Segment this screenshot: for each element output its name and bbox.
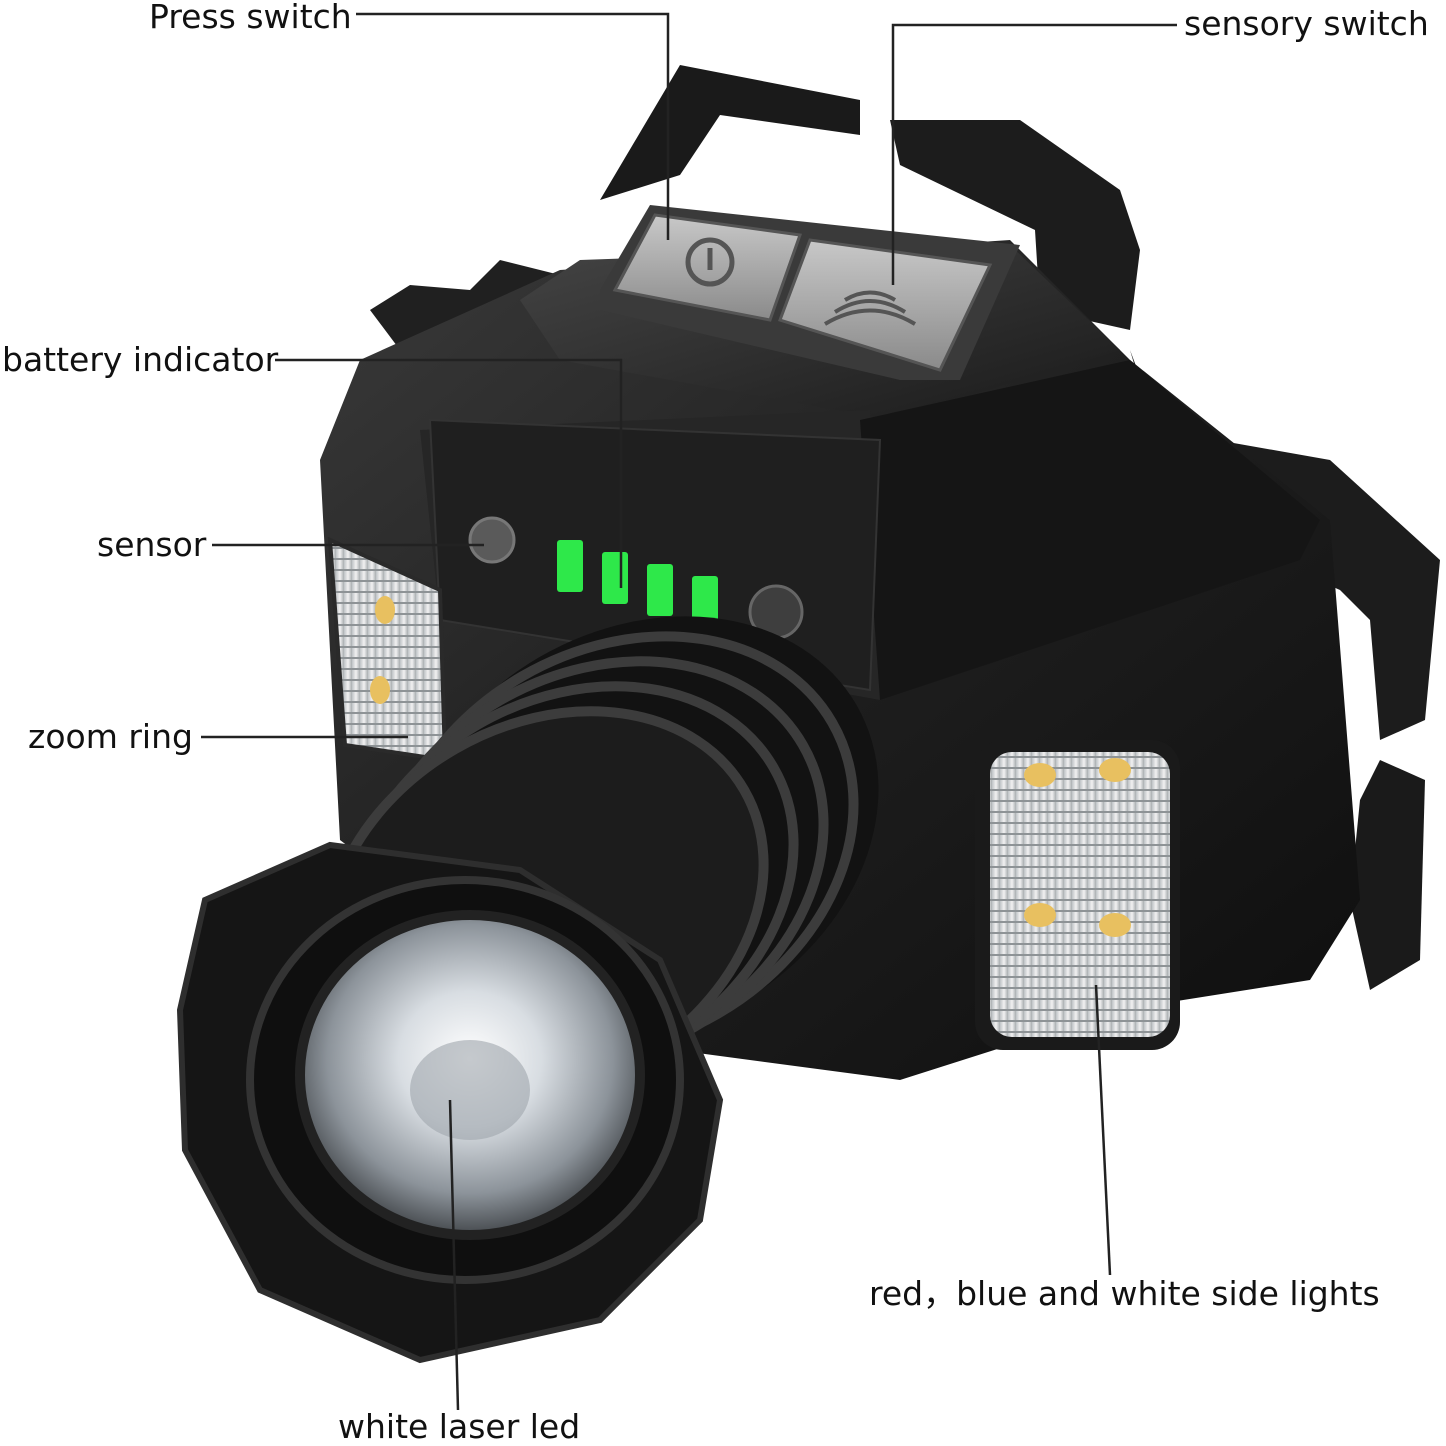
- label-white-laser-led: white laser led: [338, 1407, 581, 1446]
- power-icon: [685, 237, 735, 287]
- battery-led-segment: [557, 540, 583, 592]
- leader-lines: [201, 12, 1177, 1411]
- battery-led-segment: [602, 552, 628, 604]
- leader-white-laser-led: [448, 1099, 460, 1411]
- leader-press-switch: [356, 12, 670, 240]
- label-press-switch: Press switch: [149, 0, 352, 36]
- label-side-lights: red，blue and white side lights: [869, 1274, 1380, 1313]
- battery-led-segment: [647, 564, 673, 616]
- leader-battery-indicator: [275, 358, 623, 588]
- lens-head: [176, 841, 724, 1364]
- battery-led-segment: [692, 576, 718, 628]
- label-battery-indicator: battery indicator: [2, 340, 279, 379]
- label-sensory-switch: sensory switch: [1184, 4, 1429, 43]
- label-sensor: sensor: [97, 525, 207, 564]
- sensor-lens: [468, 516, 516, 564]
- control-buttons: [600, 205, 1020, 380]
- leader-sensory-switch: [891, 23, 1177, 285]
- label-zoom-ring: zoom ring: [28, 717, 193, 756]
- sensor-wave-icon: [843, 290, 897, 302]
- battery-led-bar: [557, 540, 718, 628]
- leader-side-lights: [1094, 984, 1112, 1276]
- front-panel: [428, 418, 882, 692]
- right-side-light: [975, 740, 1180, 1050]
